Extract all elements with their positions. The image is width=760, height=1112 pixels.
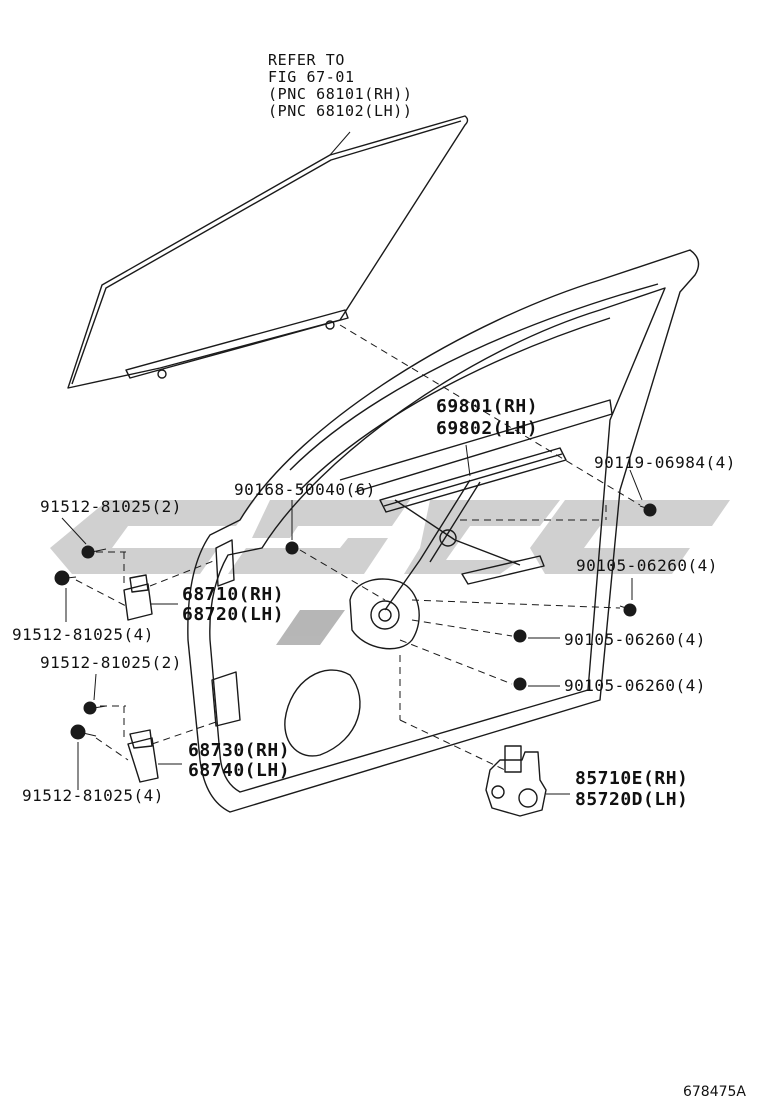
part-label-91512-a: 91512-81025(2) [40,497,182,516]
speaker-hole [284,669,361,757]
bolt-icon [83,701,107,715]
part-label-68720: 68720(LH) [182,604,285,625]
bolt-icon [513,629,527,643]
part-label-68740: 68740(LH) [188,760,291,781]
bolt-icon [639,503,657,517]
part-label-85720d: 85720D(LH) [575,789,689,810]
bolt-icon [70,724,97,740]
reference-note-line: (PNC 68101(RH)) [268,85,413,103]
lower-hinge-bracket [127,737,159,783]
bolt-icon [81,545,107,559]
window-motor [485,751,547,817]
figure-code: 678475A [682,1084,746,1100]
bolt-icon [285,541,299,555]
window-glass [67,115,469,389]
reference-note-line: REFER TO [268,51,346,69]
glass-edge [71,120,462,385]
part-label-90105-c: 90105-06260(4) [564,676,706,695]
part-label-68730: 68730(RH) [188,740,291,761]
bolt-icon [619,603,637,617]
reference-note-line: (PNC 68102(LH)) [268,102,413,120]
door-sash [289,283,659,471]
bolt-icon [54,570,77,586]
part-label-90105-a: 90105-06260(4) [576,556,718,575]
upper-hinge-bracket [123,583,153,621]
watermark-logo [50,500,730,645]
part-label-68710: 68710(RH) [182,584,285,605]
door-frame-inner [209,287,666,793]
bolt-icon [513,677,527,691]
part-label-91512-d: 91512-81025(4) [22,786,164,805]
part-label-69802: 69802(LH) [436,418,539,439]
part-label-90119: 90119-06984(4) [594,453,736,472]
part-label-90168: 90168-50040(6) [234,480,376,499]
part-label-69801: 69801(RH) [436,396,539,417]
regulator-gear-plate [349,578,420,650]
reference-note: REFER TO FIG 67-01 (PNC 68101(RH)) (PNC … [268,52,412,120]
glass-channel [125,309,349,379]
part-label-91512-b: 91512-81025(4) [12,625,154,644]
part-label-85710e: 85710E(RH) [575,768,689,789]
regulator-arm-1 [394,499,521,566]
reference-note-line: FIG 67-01 [268,68,355,86]
part-label-90105-b: 90105-06260(4) [564,630,706,649]
regulator-rail-upper [379,447,567,513]
part-label-91512-c: 91512-81025(2) [40,653,182,672]
regulator-arm-2 [384,479,471,611]
door-frame-outer [187,249,700,813]
